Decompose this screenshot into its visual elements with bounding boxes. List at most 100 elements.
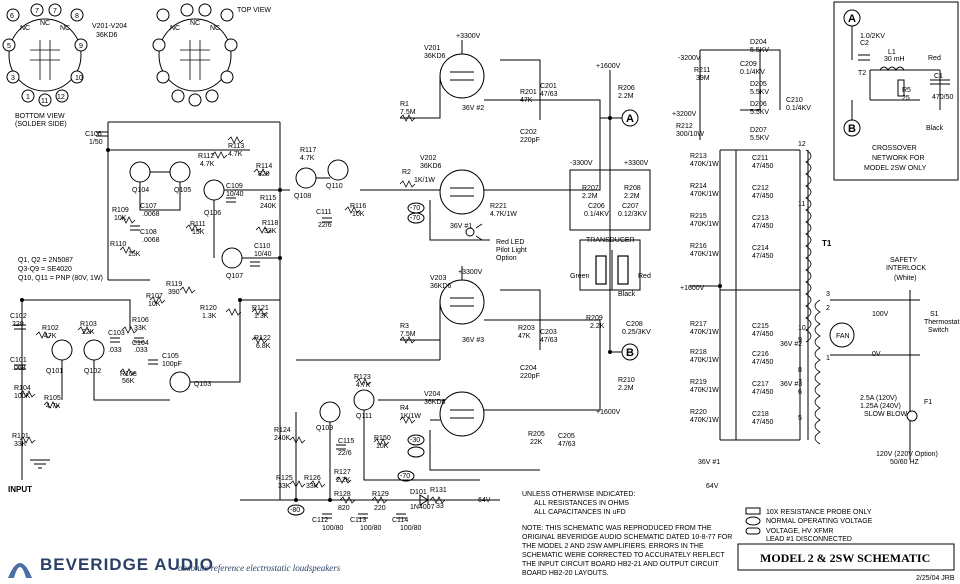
input-stage xyxy=(14,121,500,519)
component-label: 2 xyxy=(826,305,830,312)
component-label: 5.5KV xyxy=(750,109,769,116)
component-label: -70 xyxy=(410,215,420,222)
component-label: C110 xyxy=(254,243,270,250)
component-label: 47/63 xyxy=(558,441,576,448)
output-stage-labels: V201 36KD6 V202 36KD6 V203 36KD6 V204 36… xyxy=(400,33,651,448)
component-label: 22K xyxy=(82,329,95,336)
top-view-caption: TOP VIEW xyxy=(237,7,271,14)
component-label: Red xyxy=(638,273,651,280)
component-label: C201 xyxy=(540,83,557,90)
component-label: R212 xyxy=(676,123,693,130)
component-label: 390 xyxy=(168,289,180,296)
component-label: 6 xyxy=(798,389,802,396)
component-label: R209 xyxy=(586,315,603,322)
component-label: R208 xyxy=(624,185,641,192)
component-label: 100/80 xyxy=(360,525,382,532)
component-label: .033 xyxy=(134,347,148,354)
component-label: R105 xyxy=(44,395,61,402)
component-label: C107 xyxy=(140,203,157,210)
component-label: R104 xyxy=(14,385,31,392)
crossover-r5-val: 25 xyxy=(902,95,910,102)
component-label: -30 xyxy=(410,437,420,444)
component-label: 36V #1 xyxy=(450,223,472,230)
component-label: R150 xyxy=(374,435,391,442)
component-label: 220pF xyxy=(520,137,540,144)
component-label: R214 xyxy=(690,183,707,190)
component-label: 47K xyxy=(520,97,533,104)
component-label: C213 xyxy=(752,215,769,222)
component-label: C112 xyxy=(312,517,328,524)
component-label: 4.7K xyxy=(300,155,315,162)
tube-v204 xyxy=(439,391,485,437)
component-label: 36V #3 xyxy=(462,337,484,344)
transistor-note-2: Q3-Q9 = SE4020 xyxy=(18,266,72,273)
component-label: 470K/1W xyxy=(690,191,719,198)
pin-label: 1 xyxy=(26,94,30,101)
component-label: +1600V xyxy=(596,63,621,70)
brand-tagline: absolute reference electrostatic loudspe… xyxy=(178,563,341,573)
schematic-date: 2/25/04 JRB xyxy=(916,575,955,582)
component-label: R111 xyxy=(190,221,206,228)
component-label: Q101 xyxy=(46,368,63,375)
component-label: C115 xyxy=(338,438,354,445)
notes: UNLESS OTHERWISE INDICATED: ALL RESISTAN… xyxy=(522,491,732,577)
output-node-a: A xyxy=(626,113,634,125)
component-label: 39M xyxy=(696,75,710,82)
component-label: T1 xyxy=(822,239,832,248)
component-label: INTERLOCK xyxy=(886,265,926,272)
component-label: Q111 xyxy=(356,413,372,420)
component-label: R211 xyxy=(694,67,710,74)
transistor-symbol xyxy=(319,401,341,423)
component-label: 10 xyxy=(798,325,806,332)
component-label: D205 xyxy=(750,81,767,88)
component-label: 0V xyxy=(872,351,881,358)
tube-type: 36KD6 xyxy=(96,32,118,39)
crossover-c1-val: 470/50 xyxy=(932,94,954,101)
nc-label: NC xyxy=(210,25,220,32)
component-label: R3 xyxy=(400,323,409,330)
component-label: 47/450 xyxy=(752,359,774,366)
input-stage-labels: C106 1/50 Q104 Q105 Q106 Q107 Q108 Q110 … xyxy=(8,131,491,532)
component-label: R218 xyxy=(690,349,707,356)
component-label: C202 xyxy=(520,129,537,136)
component-label: C207 xyxy=(622,203,639,210)
component-label: 4.7K/1W xyxy=(490,211,517,218)
component-label: -3200V xyxy=(678,55,701,62)
component-label: Q108 xyxy=(294,193,311,200)
component-label: 47/450 xyxy=(752,331,774,338)
component-label: 7.5M xyxy=(400,331,416,338)
pin-label: 9 xyxy=(79,43,83,50)
component-label: R119 xyxy=(166,281,182,288)
component-label: FAN xyxy=(836,333,850,340)
component-label: 33 xyxy=(436,503,444,510)
component-label: 0.1/4KV xyxy=(584,211,609,218)
pin-label: 8 xyxy=(75,13,79,20)
transistor-note-1: Q1, Q2 = 2N5087 xyxy=(18,257,73,264)
component-label: ALL RESISTANCES IN OHMS xyxy=(534,500,629,507)
component-label: V204 xyxy=(424,391,440,398)
component-label: -70 xyxy=(410,205,420,212)
component-label: 470K/1W xyxy=(690,329,719,336)
component-label: R221 xyxy=(490,203,507,210)
component-label: 2.2M xyxy=(582,193,598,200)
nc-label: NC xyxy=(40,20,50,27)
component-label: 36V #3 xyxy=(780,381,802,388)
fan-symbol xyxy=(829,322,855,348)
pin-label: 6 xyxy=(10,13,14,20)
component-label: 22/6 xyxy=(338,450,352,457)
transistor-symbol xyxy=(203,179,225,201)
component-label: -3300V xyxy=(570,160,593,167)
component-label: V201 xyxy=(424,45,440,52)
component-label: 8 xyxy=(798,367,802,374)
component-label: 12 xyxy=(798,141,806,148)
component-label: 2.5A (120V) xyxy=(860,395,897,402)
component-label: .0068 xyxy=(142,237,160,244)
component-label: C104 xyxy=(132,340,149,347)
component-label: R122 xyxy=(254,335,271,342)
pin-label: 5 xyxy=(7,43,11,50)
component-label: R117 xyxy=(300,147,316,154)
component-label: C216 xyxy=(752,351,769,358)
component-label: R103 xyxy=(80,321,97,328)
component-label: Q106 xyxy=(204,210,221,217)
